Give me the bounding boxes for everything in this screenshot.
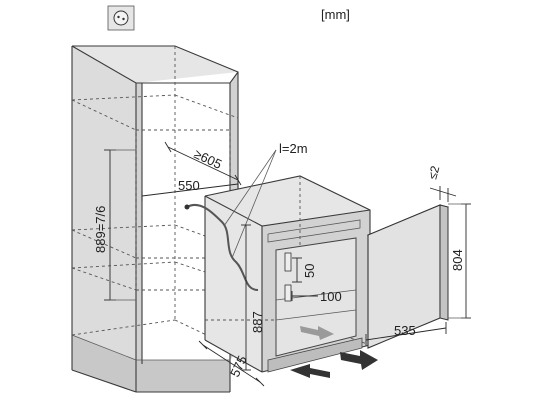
vent-width-dimension: 100 (291, 289, 342, 304)
furniture-door-panel (366, 204, 450, 349)
unit-label: [mm] (321, 7, 350, 22)
door-gap-dimension: ≤2 (425, 164, 457, 202)
door-height-label: 804 (450, 249, 465, 271)
appliance-body (204, 175, 371, 373)
vent-width-label: 100 (320, 289, 342, 304)
door-width-label: 535 (394, 323, 416, 338)
tall-cabinet (71, 45, 239, 393)
appliance-height-dimension: 887 (241, 224, 265, 371)
door-width-dimension: 535 (365, 322, 447, 346)
inner-depth-dimension: 550 (141, 178, 239, 201)
power-cable: l=2m (184, 141, 308, 291)
inner-depth-label: 550 (178, 178, 200, 193)
door-height-dimension: 804 (448, 203, 471, 319)
airflow-out-arrow (340, 350, 378, 370)
niche-height-label: 889=7/6 (93, 206, 108, 253)
vent-gap-label: 50 (302, 264, 317, 278)
niche-height-dimension: 889=7/6 (93, 149, 136, 301)
cabinet-depth-label: ≥605 (192, 146, 224, 172)
power-socket-icon (107, 5, 135, 31)
vent-gap-dimension: 50 (292, 257, 317, 283)
door-gap-label: ≤2 (425, 164, 442, 181)
airflow-in-arrow (290, 364, 330, 378)
appliance-height-label: 887 (250, 311, 265, 333)
airflow-inside-arrow (300, 326, 334, 340)
cable-length-label: l=2m (279, 141, 308, 156)
